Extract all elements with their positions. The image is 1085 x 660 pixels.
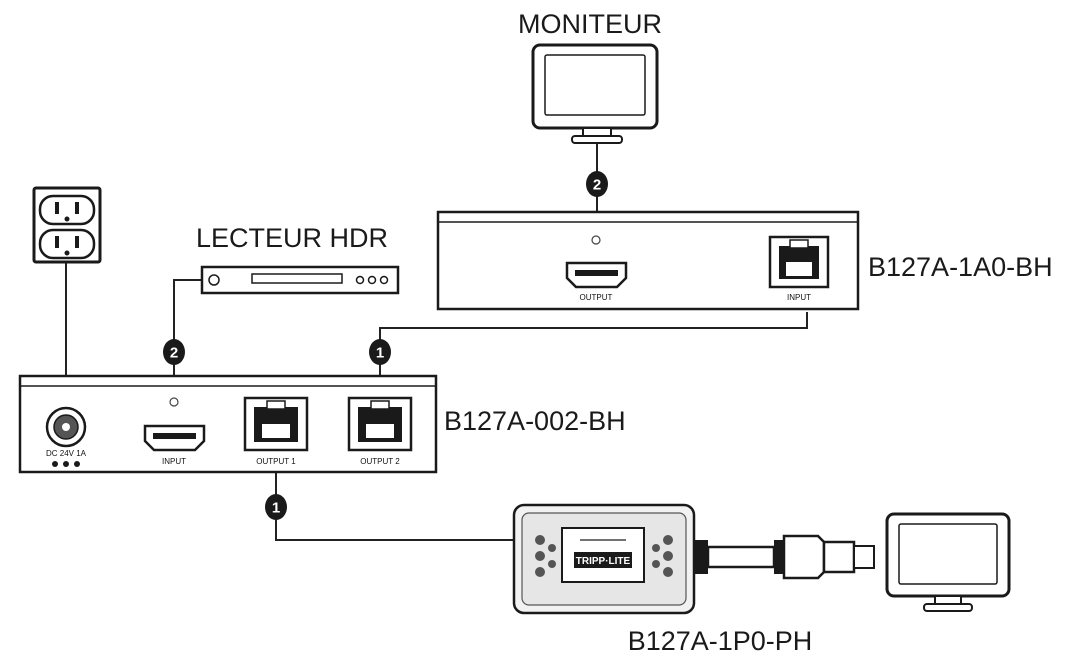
hdr-player-icon: [200, 265, 400, 295]
wire-splitter-output2-to-receiver-input: [379, 312, 808, 395]
ethernet-port-icon: [347, 396, 413, 452]
power-outlet-icon: [32, 186, 102, 264]
receiver-pod-model-label: B127A-1P0-PH: [628, 626, 813, 656]
led-icon: [169, 397, 179, 407]
monitor: [531, 43, 659, 144]
power-jack-icon: [45, 406, 87, 448]
svg-text:1: 1: [376, 345, 384, 362]
hdmi-port-icon: [143, 424, 206, 452]
splitter-output2-port-label: OUTPUT 2: [360, 457, 400, 466]
cable-marker-hdmi-player: 2: [163, 339, 185, 365]
cable-marker-ethernet-output2: 1: [369, 339, 391, 365]
cable-marker-hdmi-monitor: 2: [586, 171, 608, 197]
receiver-model-label: B127A-1A0-BH: [868, 252, 1053, 282]
splitter-input-port-label: INPUT: [162, 457, 186, 466]
monitor-label: MONITEUR: [518, 9, 662, 39]
wire-splitter-output1-to-pod: [275, 470, 520, 541]
ethernet-port-icon: [243, 396, 309, 452]
svg-text:2: 2: [593, 177, 601, 194]
pod-brand-label: TRIPP·LITE: [576, 556, 631, 567]
led-icon: [591, 235, 601, 245]
cable-marker-ethernet-output1: 1: [265, 494, 287, 520]
receiver-input-port-label: INPUT: [787, 293, 811, 302]
splitter-device: DC 24V 1A INPUT OUTPUT 1 OUTPUT 2: [18, 374, 438, 474]
splitter-model-label: B127A-002-BH: [444, 406, 626, 436]
monitor-icon: [885, 512, 1011, 612]
hdmi-plug-icon: [694, 534, 875, 580]
receiver-output-port-label: OUTPUT: [580, 293, 613, 302]
receiver-device: OUTPUT INPUT: [436, 210, 860, 311]
svg-text:1: 1: [272, 500, 280, 517]
hdr-player-label: LECTEUR HDR: [196, 223, 388, 253]
receiver-pod-device: TRIPP·LITE: [512, 503, 696, 615]
hdmi-port-icon: [565, 261, 628, 289]
ethernet-port-icon: [768, 235, 830, 289]
splitter-output1-port-label: OUTPUT 1: [256, 457, 296, 466]
splitter-power-port-label: DC 24V 1A: [46, 449, 87, 458]
polarity-symbol-icon: [52, 461, 80, 467]
svg-text:2: 2: [170, 345, 178, 362]
